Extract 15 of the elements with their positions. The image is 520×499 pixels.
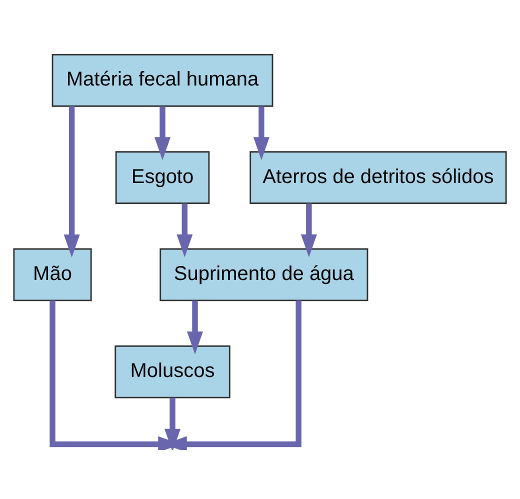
arrow [300, 204, 317, 258]
node-box: Esgoto [115, 151, 210, 204]
arrow [164, 300, 302, 450]
node-box: Matéria fecal humana [52, 54, 274, 107]
arrow [50, 300, 182, 450]
node-box: Aterros de detritos sólidos [250, 151, 507, 204]
arrow [154, 106, 171, 160]
node-box: Suprimento de água [160, 248, 368, 302]
arrow [186, 300, 204, 354]
node-box: Moluscos [114, 345, 230, 398]
arrow [164, 398, 181, 450]
node-box: Mão [13, 248, 92, 302]
arrow [253, 106, 270, 160]
arrow [64, 106, 80, 258]
arrow [176, 204, 193, 258]
